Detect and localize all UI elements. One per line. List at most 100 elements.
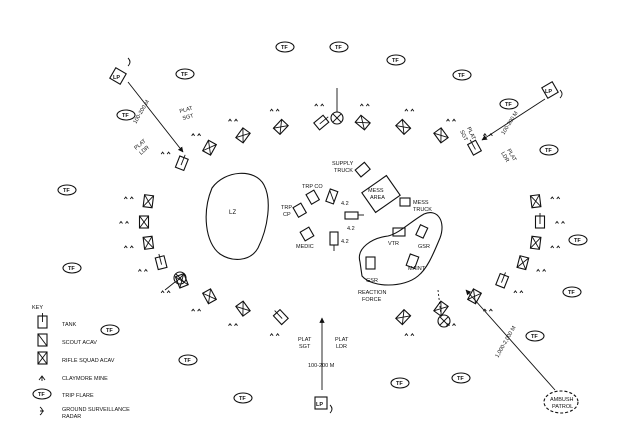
mortar-a xyxy=(325,188,339,205)
medic-label: MEDIC xyxy=(296,244,314,250)
reaction-force-area xyxy=(358,212,443,286)
gsr-label-a: GSR xyxy=(418,244,430,250)
legend-gsr: GROUND SURVEILLANCE xyxy=(62,407,130,413)
trip-flare-icon: TF xyxy=(386,54,406,66)
lp-bottom: LP xyxy=(314,396,333,414)
tank-vehicle xyxy=(534,213,546,229)
legend-claymore: CLAYMORE MINE xyxy=(62,376,108,382)
plat-sgt-top-2: SGT xyxy=(182,113,195,122)
plat-sgt-bottom-2: SGT xyxy=(299,344,311,350)
trip-flare-icon: TF xyxy=(57,184,77,196)
trp-cp-vehicle xyxy=(292,202,308,218)
trip-flare-icon: TF xyxy=(525,330,545,342)
ambush-patrol-label-2: PATROL xyxy=(552,404,573,410)
svg-text:TF: TF xyxy=(545,148,552,154)
claymore-mine-icon xyxy=(513,290,524,294)
maint-vehicle xyxy=(405,253,420,270)
claymore-mine-icon xyxy=(555,220,565,224)
claymore-mines xyxy=(119,103,565,336)
legend-tank: TANK xyxy=(62,322,77,328)
claymore-mine-icon xyxy=(160,151,171,155)
trip-flare-icon: TF xyxy=(499,98,519,110)
mortar-b-label: 4.2 xyxy=(347,226,355,232)
trip-flare-icon: TF xyxy=(568,234,588,246)
svg-text:TF: TF xyxy=(122,113,129,119)
plat-sgt-right-2: SGT xyxy=(458,129,468,142)
arrow-bottom-right xyxy=(465,289,556,391)
claymore-mine-icon xyxy=(191,308,201,312)
tank-vehicle xyxy=(495,272,510,289)
trp-cp-label: TRP xyxy=(281,205,292,211)
claymore-mine-icon xyxy=(446,118,456,122)
claymore-mine-icon xyxy=(404,332,415,336)
trip-flare-icon: TF xyxy=(539,144,559,156)
tank-icon xyxy=(37,313,48,329)
svg-text:TF: TF xyxy=(281,45,288,51)
claymore-mine-icon xyxy=(404,108,415,112)
rifle-squad-acav-icon xyxy=(37,351,48,365)
svg-text:TF: TF xyxy=(68,266,75,272)
claymore-mine-icon xyxy=(269,108,280,112)
supply-truck xyxy=(354,161,371,178)
plat-ldr-left-2: LDR xyxy=(138,145,150,157)
plat-sgt-bottom: PLAT xyxy=(298,337,312,343)
legend-rifle-squad: RIFLE SQUAD ACAV xyxy=(62,358,115,364)
rifle-squad-acav-vehicle xyxy=(529,235,542,250)
claymore-mine-icon xyxy=(119,220,129,224)
rifle-squad-acav-vehicle xyxy=(433,300,449,317)
rifle-squad-acav-vehicle xyxy=(395,308,412,326)
claymore-mine-icon xyxy=(228,322,238,326)
claymore-mine-icon xyxy=(359,103,370,107)
ambush-patrol xyxy=(543,390,579,414)
rifle-squad-acav-vehicle xyxy=(235,127,251,144)
legend: KEY TANK SCOUT ACAV RIFLE SQUAD ACAV CLA… xyxy=(32,305,130,420)
rifle-squad-acav-vehicle xyxy=(529,194,542,209)
claymore-mine-icon xyxy=(550,245,561,249)
svg-text:TF: TF xyxy=(396,381,403,387)
rifle-squad-acav-vehicle xyxy=(466,288,483,305)
trip-flare-icon: TF xyxy=(100,324,120,336)
trip-flare-icon: TF xyxy=(451,372,471,384)
mortar-a-label: 4.2 xyxy=(341,201,349,207)
claymore-mine-icon xyxy=(550,196,561,200)
trip-flare-icon: TF xyxy=(275,41,295,53)
rifle-squad-acav-vehicle xyxy=(201,139,218,156)
vtr-vehicle xyxy=(392,227,406,237)
crossed-circle-left xyxy=(164,271,187,291)
svg-text:TF: TF xyxy=(505,102,512,108)
crossed-circle-right xyxy=(437,289,451,328)
lp-top-left: LP xyxy=(109,57,131,85)
mess-truck-label-2: TRUCK xyxy=(413,207,432,213)
trip-flare-icon: TF xyxy=(452,69,472,81)
claymore-mine-icon xyxy=(269,332,280,336)
trp-co-vehicle xyxy=(305,189,321,205)
svg-text:TF: TF xyxy=(392,58,399,64)
tank-vehicle xyxy=(272,308,289,326)
svg-text:LP: LP xyxy=(545,89,552,95)
maint-label: MAINT xyxy=(408,266,426,272)
svg-text:TF: TF xyxy=(181,72,188,78)
dist-top-right: 100-200 M xyxy=(501,110,520,136)
trip-flare-icon: TF xyxy=(32,388,52,400)
trip-flare-icon: TF xyxy=(562,286,582,298)
svg-text:TF: TF xyxy=(335,45,342,51)
mortar-c-label: 4.2 xyxy=(341,239,349,245)
arrow-top-right xyxy=(481,98,546,141)
mortar-c xyxy=(329,231,339,246)
ambush-patrol-label: AMBUSH xyxy=(550,397,574,403)
ground-surveillance-radar-icon xyxy=(39,406,44,416)
supply-truck-label-2: TRUCK xyxy=(334,168,353,174)
claymore-mine-icon xyxy=(38,375,46,381)
claymore-mine-icon xyxy=(123,245,134,249)
mess-area-label: MESS xyxy=(368,188,384,194)
plat-ldr-right-2: LDR xyxy=(499,151,510,164)
legend-title: KEY xyxy=(32,305,43,311)
rifle-squad-acav-vehicle xyxy=(395,118,412,136)
plat-ldr-bottom: PLAT xyxy=(335,337,349,343)
tank-vehicle xyxy=(466,139,483,156)
svg-text:TF: TF xyxy=(568,290,575,296)
trp-cp-label-2: CP xyxy=(283,212,291,218)
dist-bottom-right: 1,000-2,000 M xyxy=(495,325,518,359)
crossed-circle-top xyxy=(330,88,344,125)
